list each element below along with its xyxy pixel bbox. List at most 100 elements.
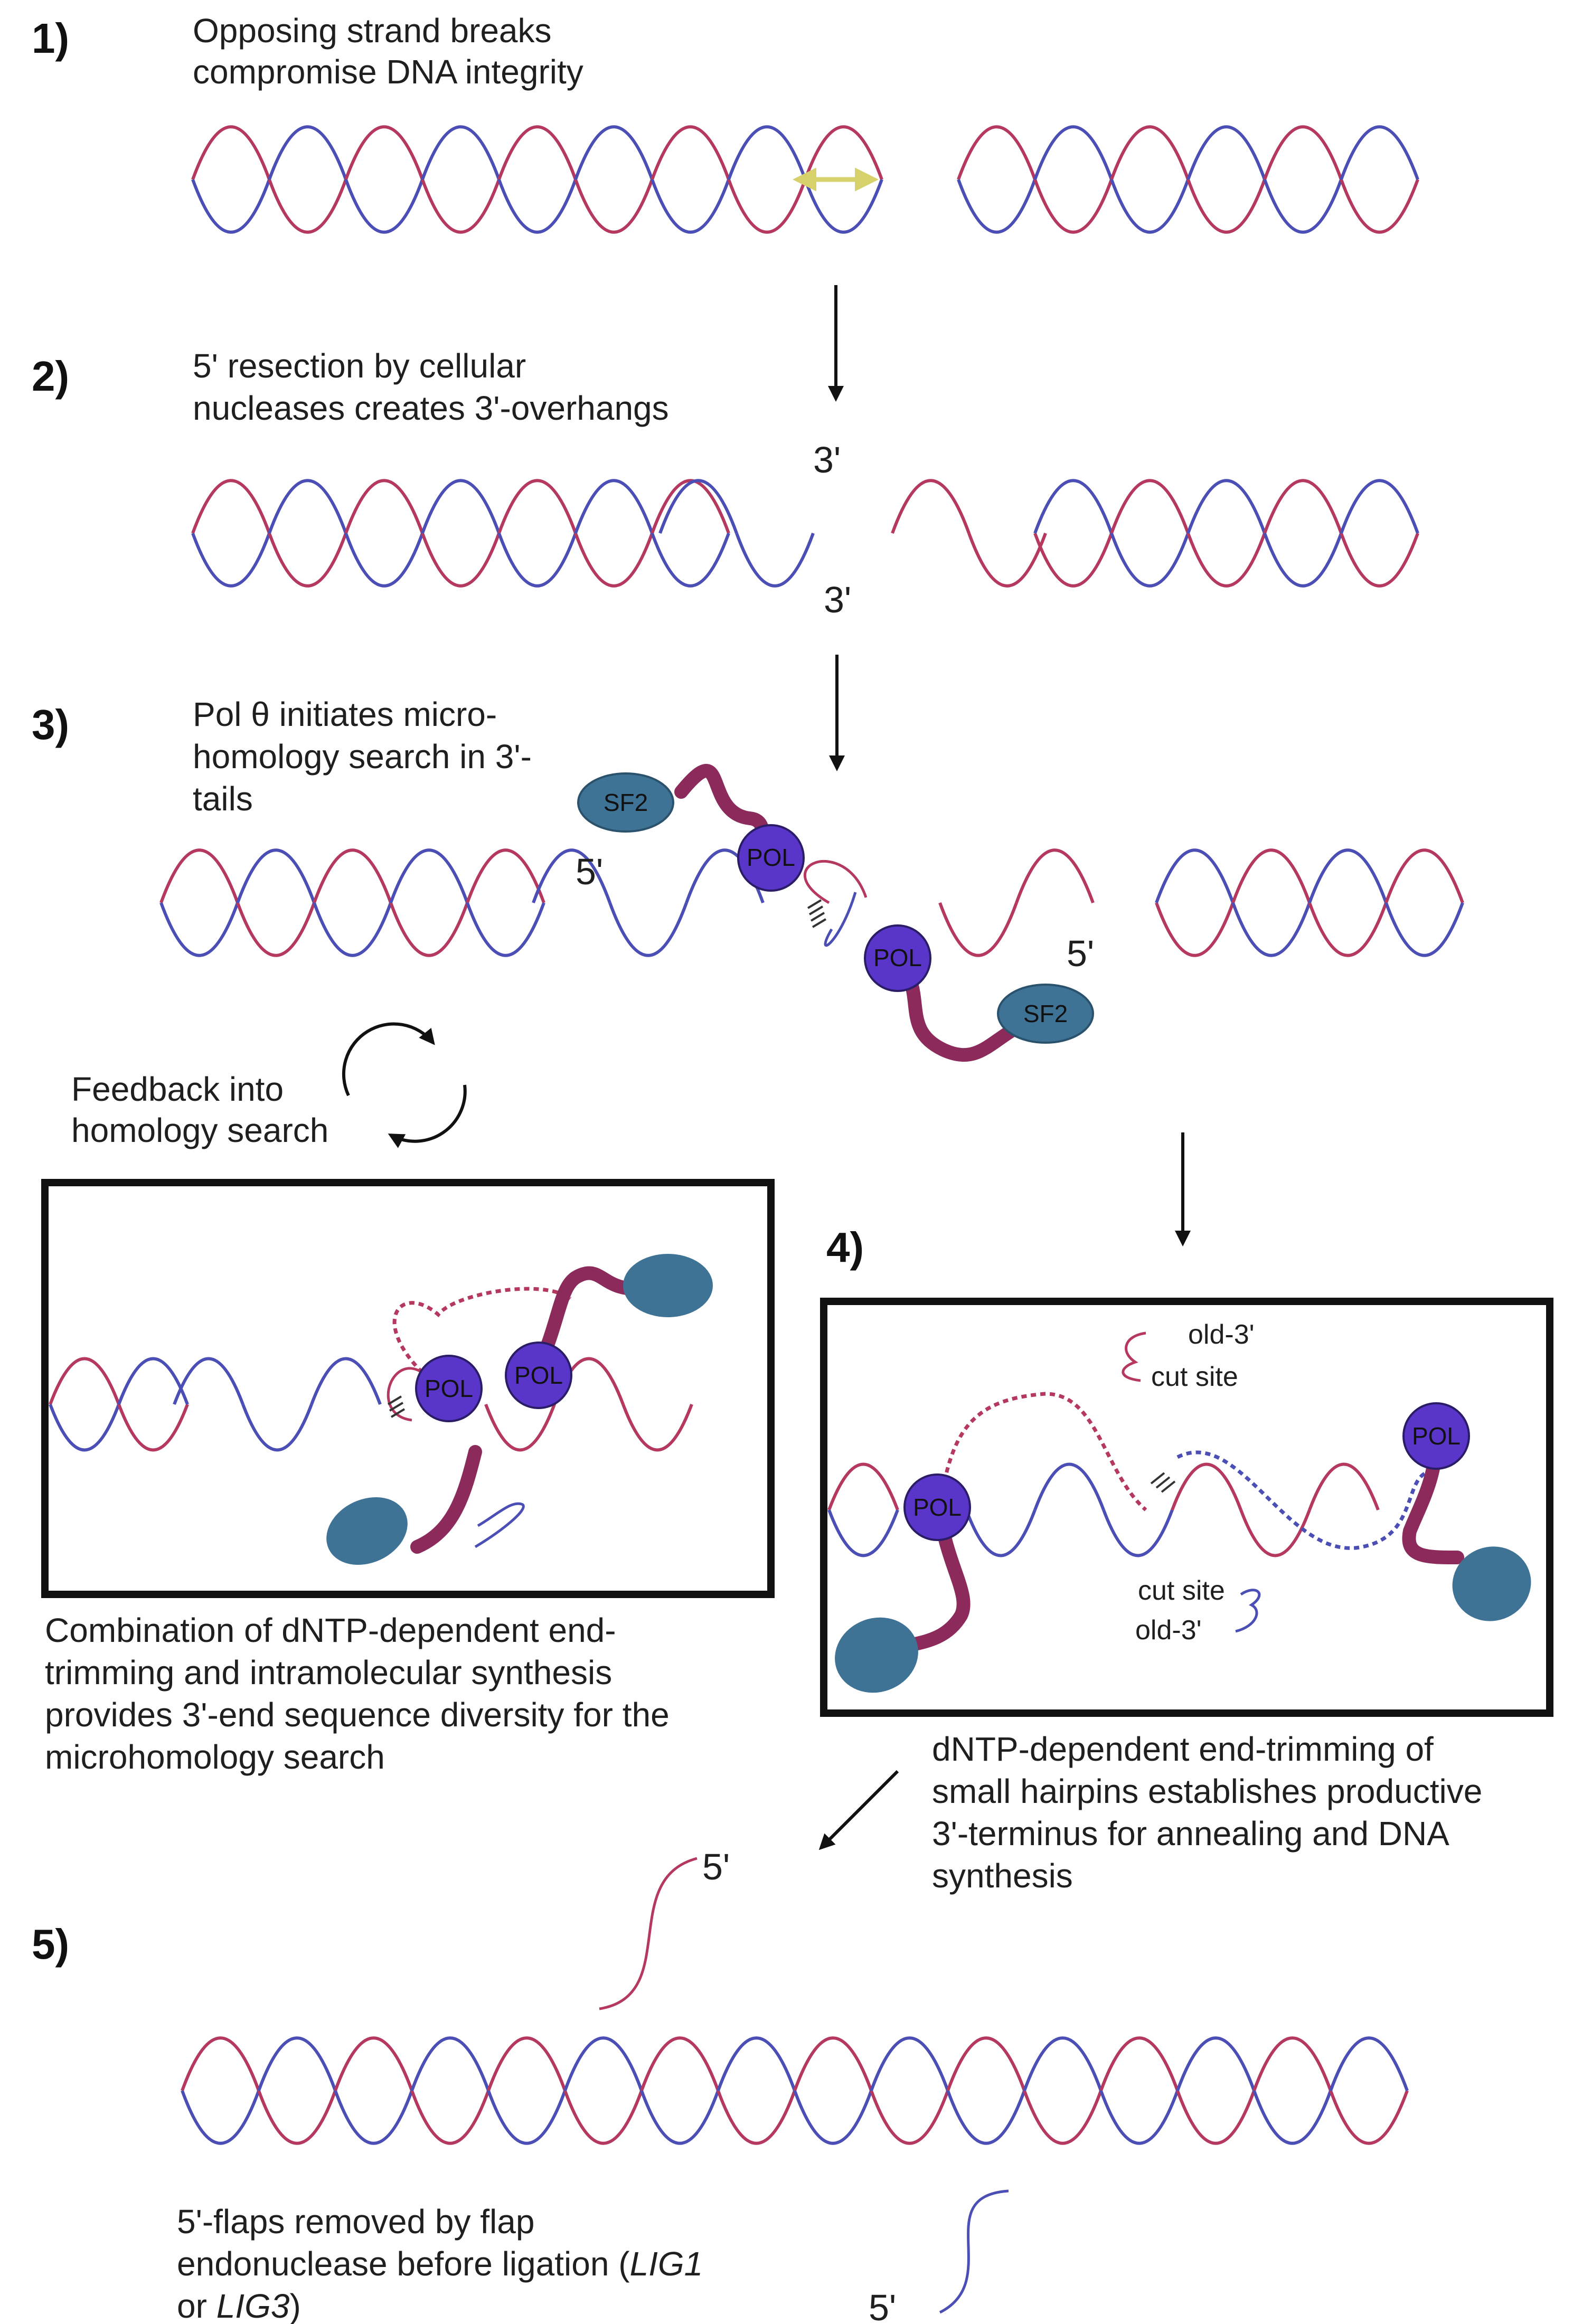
step-2-caption-line-2: nucleases creates 3'-overhangs	[193, 389, 669, 427]
strand-segment-red	[497, 125, 577, 181]
strand-segment-blue	[827, 1509, 899, 1557]
step-2-number: 2)	[32, 353, 69, 400]
five-prime-flap-bottom	[939, 2189, 1009, 2314]
strand-segment-red	[563, 2090, 643, 2145]
left-panel-linker-lower	[410, 1445, 482, 1554]
strand-segment-red	[1384, 848, 1464, 904]
strand-segment-red	[957, 125, 1037, 181]
strand-segment-blue	[1099, 2090, 1179, 2145]
strand-segment-blue	[1231, 902, 1311, 957]
strand-segment-red	[49, 1357, 120, 1405]
right-panel-cut-site-bottom: cut site	[1138, 1575, 1225, 1606]
strand-segment-red	[1340, 532, 1419, 588]
strand-segment-blue	[1176, 2036, 1256, 2092]
step-3-caption-line-3: tails	[193, 780, 253, 818]
strand-segment-red	[574, 178, 654, 234]
leftpanel-blue-1	[173, 1357, 244, 1405]
strand-segment-blue	[1384, 902, 1464, 957]
sf2-helicase-right	[997, 984, 1094, 1044]
right-panel-blue-cut-fragment	[1235, 1589, 1261, 1633]
strand-segment-blue	[1110, 178, 1190, 234]
strand-segment-blue	[804, 178, 883, 234]
right-caption-line-4: synthesis	[932, 1857, 1073, 1895]
strand-segment-red	[1033, 532, 1113, 588]
sf2-helicase-left	[577, 772, 674, 833]
strand-segment-blue	[793, 2090, 873, 2145]
pol-domain-left	[737, 824, 805, 892]
strand-segment-blue	[1340, 125, 1419, 181]
strand-segment-red	[1263, 125, 1343, 181]
pol-label-right: POL	[873, 944, 922, 971]
strand-segment-blue	[421, 125, 501, 181]
strand-segment-blue	[497, 532, 577, 588]
rightpanel-red-2	[1239, 1509, 1311, 1557]
pol-label-left: POL	[747, 844, 795, 871]
strand-segment-blue	[344, 532, 424, 588]
strand-segment-red	[487, 2036, 567, 2092]
strand-segment-blue	[268, 479, 347, 534]
strand-segment-blue	[870, 2036, 949, 2092]
strand-segment-red	[946, 2036, 1026, 2092]
pol-domain-right	[864, 924, 931, 992]
strand-segment-blue	[1186, 125, 1266, 181]
strand-segment-blue	[236, 848, 316, 904]
step3-red-tail-2	[1015, 848, 1095, 904]
right-panel-linker-right	[1402, 1432, 1464, 1564]
strand-segment-red	[727, 178, 807, 234]
step-1-number: 1)	[32, 15, 69, 62]
strand-segment-blue	[1155, 848, 1235, 904]
strand-segment-red	[191, 479, 271, 534]
right-panel-dna	[827, 1462, 1380, 1557]
left-panel-pol-2-label: POL	[514, 1362, 563, 1389]
strand-segment-red	[1186, 532, 1266, 588]
strand-segment-red	[236, 902, 316, 957]
overhang-blue-left-tail	[735, 532, 815, 588]
feedback-caption-line-2: homology search	[71, 1111, 328, 1149]
right-panel-pol-right-label: POL	[1412, 1422, 1461, 1450]
strand-segment-red	[1155, 902, 1235, 957]
strand-segment-blue	[946, 2090, 1026, 2145]
arrow-step-4-to-5	[818, 1770, 899, 1850]
step-5-caption-line-2: endonuclease before ligation (LIG1	[177, 2245, 703, 2283]
strand-segment-blue	[1252, 2090, 1332, 2145]
strand-segment-red	[1033, 178, 1113, 234]
strand-segment-blue	[487, 2090, 567, 2145]
strand-segment-blue	[389, 848, 469, 904]
strand-segment-red	[117, 1403, 189, 1452]
strand-segment-red	[1176, 2090, 1256, 2145]
annealing-ticks-step3	[807, 899, 827, 928]
step-3-caption-line-1: Pol θ initiates micro-	[193, 695, 497, 733]
three-prime-label-top: 3'	[813, 439, 841, 480]
step3-blue-tail-2	[608, 902, 688, 957]
strand-segment-red	[1110, 125, 1190, 181]
leftpanel-red-1	[484, 1403, 556, 1452]
feedback-arrow-upper	[342, 1022, 435, 1097]
strand-segment-blue	[651, 178, 730, 234]
strand-segment-blue	[334, 2090, 413, 2145]
feedback-caption-line-1: Feedback into	[71, 1070, 284, 1108]
strand-segment-red	[466, 848, 545, 904]
step-1-dna-helix	[191, 125, 1419, 234]
left-panel-synthesis-dotted	[392, 1287, 572, 1374]
strand-segment-red	[1186, 178, 1266, 234]
strand-segment-blue	[651, 532, 730, 588]
left-panel-pol-2	[505, 1342, 572, 1409]
strand-segment-red	[640, 2036, 720, 2092]
strand-segment-blue	[563, 2036, 643, 2092]
strand-segment-red	[344, 125, 424, 181]
strand-segment-blue	[717, 2036, 796, 2092]
three-prime-label-bottom: 3'	[824, 579, 851, 620]
rightpanel-blue-2	[1033, 1462, 1105, 1511]
rightpanel-blue-1	[965, 1509, 1037, 1557]
leftpanel-blue-2	[241, 1403, 313, 1452]
strand-segment-red	[313, 848, 392, 904]
strand-segment-red	[268, 532, 347, 588]
strand-segment-blue	[421, 479, 501, 534]
left-caption-line-4: microhomology search	[45, 1738, 385, 1776]
right-panel-blue-synthesis-dotted	[1176, 1450, 1427, 1550]
right-panel-old3-bottom: old-3'	[1135, 1615, 1202, 1646]
strand-segment-blue	[957, 178, 1037, 234]
step-1-caption-line-1: Opposing strand breaks	[193, 12, 552, 50]
step-3-caption-line-2: homology search in 3'-	[193, 738, 532, 776]
